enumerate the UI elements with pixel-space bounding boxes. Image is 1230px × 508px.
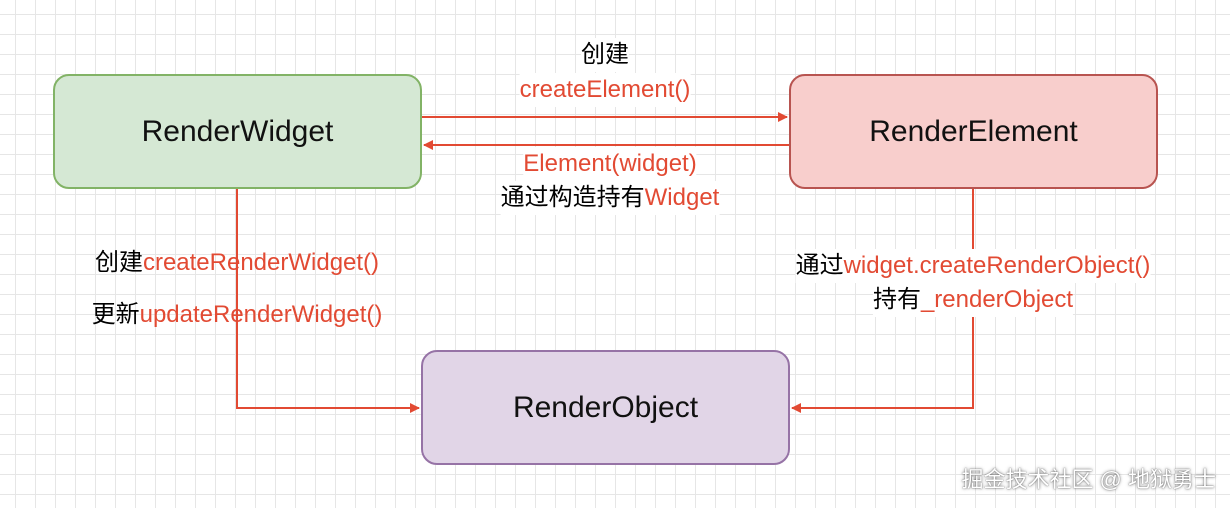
element-to-object-label-line1: 通过widget.createRenderObject() — [795, 249, 1151, 283]
edge-widget-to-object[interactable] — [236, 189, 420, 413]
watermark-text: 掘金技术社区 @ 地狱勇士 — [961, 467, 1216, 492]
element-to-object-label-line2: 持有_renderObject — [872, 283, 1074, 317]
element-holds-widget-label-line1: Element(widget) — [523, 147, 697, 181]
render-widget-node[interactable]: RenderWidget — [53, 74, 422, 189]
render-element-node[interactable]: RenderElement — [789, 74, 1158, 189]
render-object-label: RenderObject — [512, 390, 699, 424]
create-element-label-line1: 创建 — [581, 38, 629, 72]
widget-to-object-create-label: 创建createRenderWidget() — [94, 249, 380, 276]
element-holds-widget-label-line2: 通过构造持有Widget — [500, 181, 720, 215]
render-object-node[interactable]: RenderObject — [421, 350, 790, 465]
render-widget-label: RenderWidget — [141, 114, 334, 148]
create-element-label-line2: createElement() — [519, 73, 691, 107]
widget-to-object-update-label: 更新updateRenderWidget() — [91, 301, 383, 328]
render-element-label: RenderElement — [869, 114, 1078, 148]
